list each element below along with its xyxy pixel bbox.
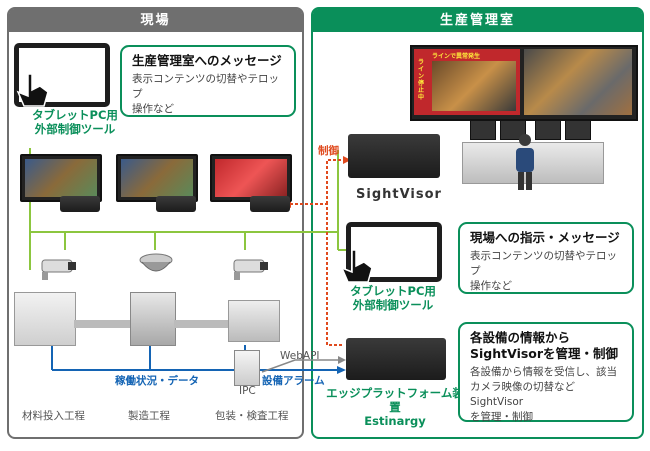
control-arrow (288, 204, 342, 345)
sightvisor-device (348, 134, 440, 178)
data-flow-arrow-head (337, 366, 346, 374)
conveyor-2 (174, 320, 234, 328)
conveyor-1 (74, 320, 136, 328)
bullet-camera-icon-2 (232, 252, 272, 280)
field-tablet-label: タブレットPC用 外部制御ツール (20, 108, 130, 136)
instruction-bubble: 現場への指示・メッセージ 表示コンテンツの切替やテロップ 操作など (458, 222, 634, 294)
instruction-body-line2: 操作など (470, 279, 622, 294)
management-body: 各設備から情報を受信し、該当 カメラ映像の切替などSightVisor を管理・… (470, 365, 622, 425)
management-body-line3: を管理・制御 (470, 410, 622, 425)
desk-monitor-4 (565, 120, 591, 140)
packaging-machine (228, 300, 280, 342)
management-title: 各設備の情報から SightVisorを管理・制御 (470, 330, 622, 362)
field-message-body: 表示コンテンツの切替やテロップ 操作など (132, 72, 284, 117)
field-monitor-3 (210, 154, 292, 202)
material-machine (14, 292, 76, 346)
process-label-manufacturing: 製造工程 (128, 408, 170, 423)
management-title-line2: SightVisorを管理・制御 (470, 346, 622, 362)
video-wall: ラインで異常発生 ライン停止中 (410, 45, 638, 121)
instruction-title: 現場への指示・メッセージ (470, 230, 622, 246)
operation-data-label: 稼働状況・データ (115, 373, 199, 388)
hand-tap-icon-2 (338, 248, 376, 284)
field-player-2 (156, 196, 196, 212)
estinargy-label-line2: Estinargy (322, 414, 468, 428)
process-label-packaging: 包装・検査工程 (215, 408, 289, 423)
control-tablet-label-line2: 外部制御ツール (338, 298, 448, 312)
control-tablet-label-line1: タブレットPC用 (338, 284, 448, 298)
field-message-bubble: 生産管理室へのメッセージ 表示コンテンツの切替やテロップ 操作など (120, 45, 296, 117)
webapi-label: WebAPI (280, 350, 320, 362)
webapi-arrow-head (338, 356, 346, 364)
management-title-line1: 各設備の情報から (470, 330, 622, 346)
management-body-line2: カメラ映像の切替などSightVisor (470, 380, 622, 410)
field-player-3 (250, 196, 290, 212)
bullet-camera-icon (40, 252, 80, 280)
sightvisor-label: SightVisor (356, 187, 442, 202)
estinargy-device (346, 338, 446, 380)
manufacturing-machine (130, 292, 176, 346)
estinargy-label-line1: エッジプラットフォーム装置 (322, 386, 468, 414)
process-label-material: 材料投入工程 (22, 408, 85, 423)
field-tablet-label-line1: タブレットPC用 (20, 108, 130, 122)
ipc-label: IPC (239, 385, 256, 397)
ipc-device (234, 350, 260, 386)
field-monitor-1 (20, 154, 102, 202)
field-message-title: 生産管理室へのメッセージ (132, 53, 284, 69)
field-message-body-line2: 操作など (132, 102, 284, 117)
instruction-body-line1: 表示コンテンツの切替やテロップ (470, 249, 622, 279)
field-message-body-line1: 表示コンテンツの切替やテロップ (132, 72, 284, 102)
field-player-1 (60, 196, 100, 212)
control-tablet-label: タブレットPC用 外部制御ツール (338, 284, 448, 312)
video-wall-banner-side: ライン停止中 (418, 59, 428, 101)
video-wall-feeds (524, 49, 632, 115)
video-wall-banner-top: ラインで異常発生 (432, 51, 480, 60)
management-body-line1: 各設備から情報を受信し、該当 (470, 365, 622, 380)
control-label: 制御 (318, 143, 339, 158)
dome-camera-icon (138, 250, 174, 278)
operator-icon (510, 132, 540, 192)
field-tablet-label-line2: 外部制御ツール (20, 122, 130, 136)
hand-tap-icon (14, 72, 52, 108)
desk-monitor-1 (470, 120, 496, 140)
field-monitor-2 (116, 154, 198, 202)
video-wall-alert-feed (432, 61, 516, 111)
control-arrow-up (327, 160, 346, 204)
video-wall-alert-panel: ラインで異常発生 ライン停止中 (414, 49, 520, 115)
equipment-alarm-label: 設備アラーム (262, 373, 325, 388)
management-bubble: 各設備の情報から SightVisorを管理・制御 各設備から情報を受信し、該当… (458, 322, 634, 422)
instruction-body: 表示コンテンツの切替やテロップ 操作など (470, 249, 622, 294)
estinargy-label: エッジプラットフォーム装置 Estinargy (322, 386, 468, 428)
